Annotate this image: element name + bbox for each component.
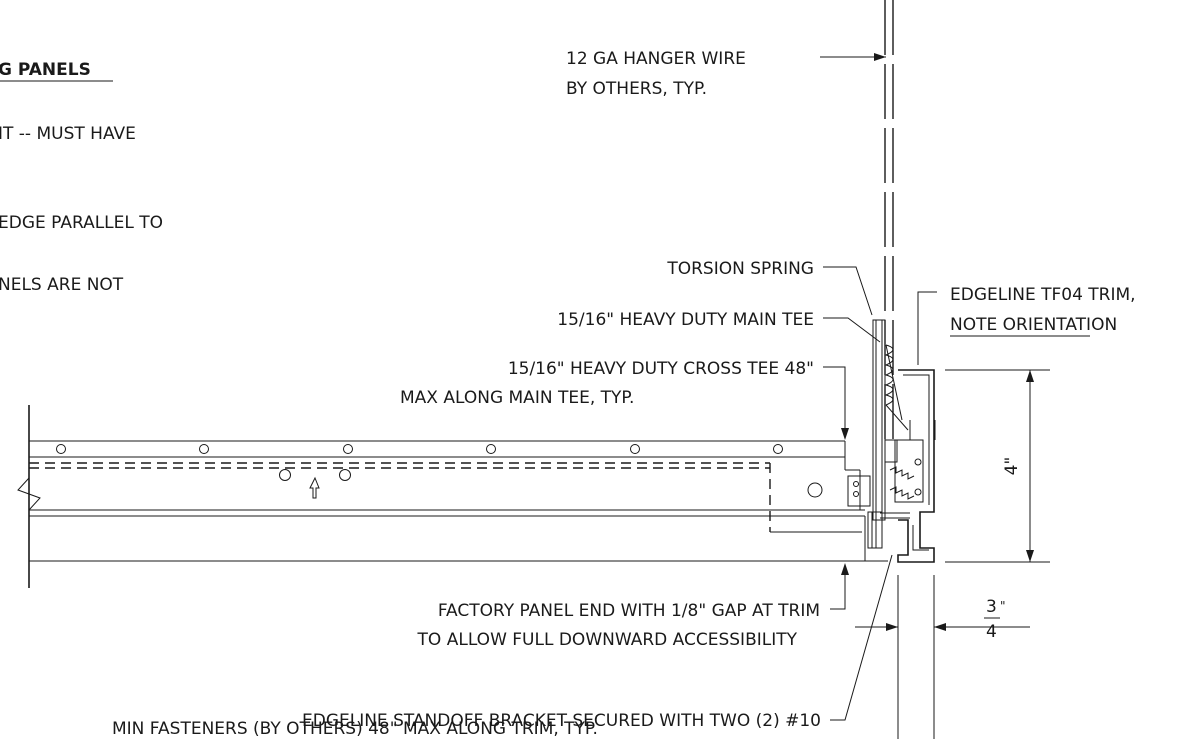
notes-heading: G PANELS [0, 60, 91, 80]
callout-bracket-line2: MIN FASTENERS (BY OTHERS) 48" MAX ALONG … [112, 719, 598, 739]
callout-leaders [820, 53, 1090, 721]
dimension-4in [945, 369, 1050, 563]
tee-web-holes [56, 444, 823, 498]
key-slot [309, 476, 320, 499]
hidden-panel-line [29, 462, 862, 533]
tf04-trim-profile [897, 369, 935, 563]
notes-line-2: EDGE PARALLEL TO [0, 213, 163, 233]
callout-cross-tee-line1: 15/16" HEAVY DUTY CROSS TEE 48" [508, 359, 814, 379]
main-tee-body [28, 405, 888, 588]
callout-trim-line2: NOTE ORIENTATION [950, 315, 1117, 335]
callout-torsion-spring: TORSION SPRING [666, 259, 814, 279]
notes-line-3: NELS ARE NOT [0, 275, 124, 295]
break-line-symbol [17, 477, 41, 511]
callout-hanger-wire-line2: BY OTHERS, TYP. [566, 79, 707, 99]
callout-cross-tee-line2: MAX ALONG MAIN TEE, TYP. [400, 388, 634, 408]
dimension-3-4in [855, 575, 1030, 739]
callout-trim-line1: EDGELINE TF04 TRIM, [950, 285, 1136, 305]
callout-panel-end-line1: FACTORY PANEL END WITH 1/8" GAP AT TRIM [438, 601, 820, 621]
callout-bracket-line1: EDGELINE STANDOFF BRACKET SECURED WITH T… [302, 711, 821, 731]
callout-panel-end-line2: TO ALLOW FULL DOWNWARD ACCESSIBILITY [417, 630, 798, 650]
callout-hanger-wire-line1: 12 GA HANGER WIRE [566, 49, 746, 69]
callout-main-tee: 15/16" HEAVY DUTY MAIN TEE [557, 310, 814, 330]
dimension-height-label: 4" [1002, 457, 1022, 476]
torsion-spring-assembly [872, 319, 909, 521]
notes-line-1: IT -- MUST HAVE [0, 124, 136, 144]
dimension-width-denominator: 4 [986, 622, 997, 642]
dimension-width-unit: " [1000, 599, 1006, 613]
standoff-bracket [880, 420, 936, 519]
dimension-width-numerator: 3 [986, 597, 997, 617]
